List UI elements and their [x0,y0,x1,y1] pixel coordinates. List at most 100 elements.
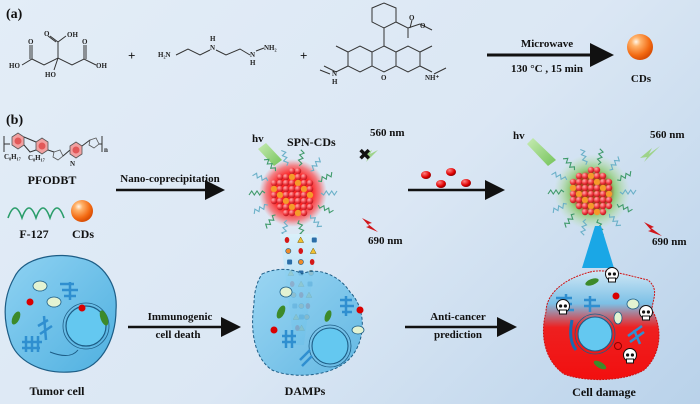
panel-label-a: (a) [6,7,23,22]
atom-label: O [82,38,88,46]
atom-label: N [332,70,337,78]
released-cd-dot [446,168,456,176]
nanoparticle-bead [306,185,314,193]
atom-label: H [210,35,216,43]
skull-icon [623,348,637,364]
nucleus [65,305,107,347]
nanoparticle-bead [270,197,278,205]
emission-560-label: 560 nm [370,127,405,139]
nanoparticle-bead [294,179,302,187]
light-beam [582,226,614,268]
nanoparticle-bead [605,202,613,210]
nanoparticle-bead [288,209,296,217]
nanoparticle-bead [276,173,284,181]
released-cd-dot [436,180,446,188]
green-emission-icon [362,150,378,162]
nanoparticle-bead [294,185,302,193]
atom-label: O [381,74,387,82]
nanoparticle-bead [270,185,278,193]
nanoparticle-bead [282,191,290,199]
anticancer-label-line1: Anti-cancer [430,311,486,323]
nanoparticle-bead [288,197,296,205]
citric-acid-structure: HO HO OH OH O O O [9,30,107,79]
atom-label: NH₂ [264,44,277,52]
nanoparticle-bead [288,185,296,193]
nanoparticle-bead [276,179,284,187]
nanoparticle-bead [300,173,308,181]
nanoparticle-bead [288,167,296,175]
polymer-strand [248,190,266,196]
damp-particle [287,259,293,265]
damp-particle [297,259,304,265]
conditions-label: 130 °C , 15 min [511,63,583,75]
nanoparticle-bead [593,178,601,186]
diethylenetriamine-structure: H₂N N H N H NH₂ [158,35,277,67]
nanoparticle-bead [294,173,302,181]
nanoparticle-bead [276,191,284,199]
polymer-n-label: n [104,146,108,154]
atom-label: N [250,51,255,59]
nanoparticle-bead [587,208,595,216]
nanoparticle-bead [587,172,595,180]
nanoparticle-bead [270,179,278,187]
polymer-strand [580,148,588,165]
nanoparticle-bead [599,172,607,180]
nanoparticle-bead [306,191,314,199]
nanoparticle-bead [587,202,595,210]
nanoparticle-bead [605,184,613,192]
nanoparticle-bead [282,197,290,205]
polymer-strand [281,149,289,166]
nanoparticle-bead [581,172,589,180]
skull-icon [556,299,570,315]
damp-particle [297,236,305,243]
nanoparticle-bead [575,184,583,192]
polymer-strand [616,203,633,213]
damps-label: DAMPs [285,384,326,398]
nanoparticle-bead [288,203,296,211]
emission-560-label-2: 560 nm [650,129,685,141]
polymer-strand [280,219,289,237]
carbon-dot-icon [627,34,653,60]
polymer-strand [297,220,305,237]
nanoparticle-bead [300,179,308,187]
nanoparticle-bead [581,208,589,216]
panel-label-b: (b) [6,113,23,128]
atom-label: NH⁺ [425,74,440,82]
nanoparticle-bead [593,208,601,216]
nanoparticle-bead [599,190,607,198]
polymer-strand [551,171,568,181]
nanoparticle-bead [593,166,601,174]
icd-label-line2: cell death [156,329,201,341]
nanoparticle-bead [593,184,601,192]
excitation-light-icon [258,143,282,166]
damp-particle [298,248,304,254]
atom-label: OH [96,62,107,70]
nanoparticle-bead [294,167,302,175]
atom-label: N [70,160,75,168]
polymer-strand [547,189,565,195]
nanoparticle-bead [575,178,583,186]
polymer-strand [309,214,323,228]
atom-label: H₂N [158,51,171,59]
damaged-cell-illustration [543,267,660,381]
nanoparticle-bead [569,178,577,186]
nanoparticle-bead [288,179,296,187]
nanoparticle-bead [581,184,589,192]
atom-label: OH [67,31,78,39]
damp-particle [285,248,292,254]
damp-particle [309,247,317,254]
released-cd-dot [421,171,431,179]
nanoparticle-bead [599,196,607,204]
nanoparticle-bead [593,190,601,198]
polymer-strand [619,189,637,195]
red-emission-icon [644,222,662,236]
f127-polymer-icon [7,207,65,221]
atom-label: HO [9,62,20,70]
nanoparticle-bead [587,196,595,204]
polymer-strand [552,202,567,213]
microwave-label: Microwave [521,38,573,50]
polymer-strand [617,171,632,182]
nanoparticle-bead [569,184,577,192]
nanoparticle-bead [605,190,613,198]
